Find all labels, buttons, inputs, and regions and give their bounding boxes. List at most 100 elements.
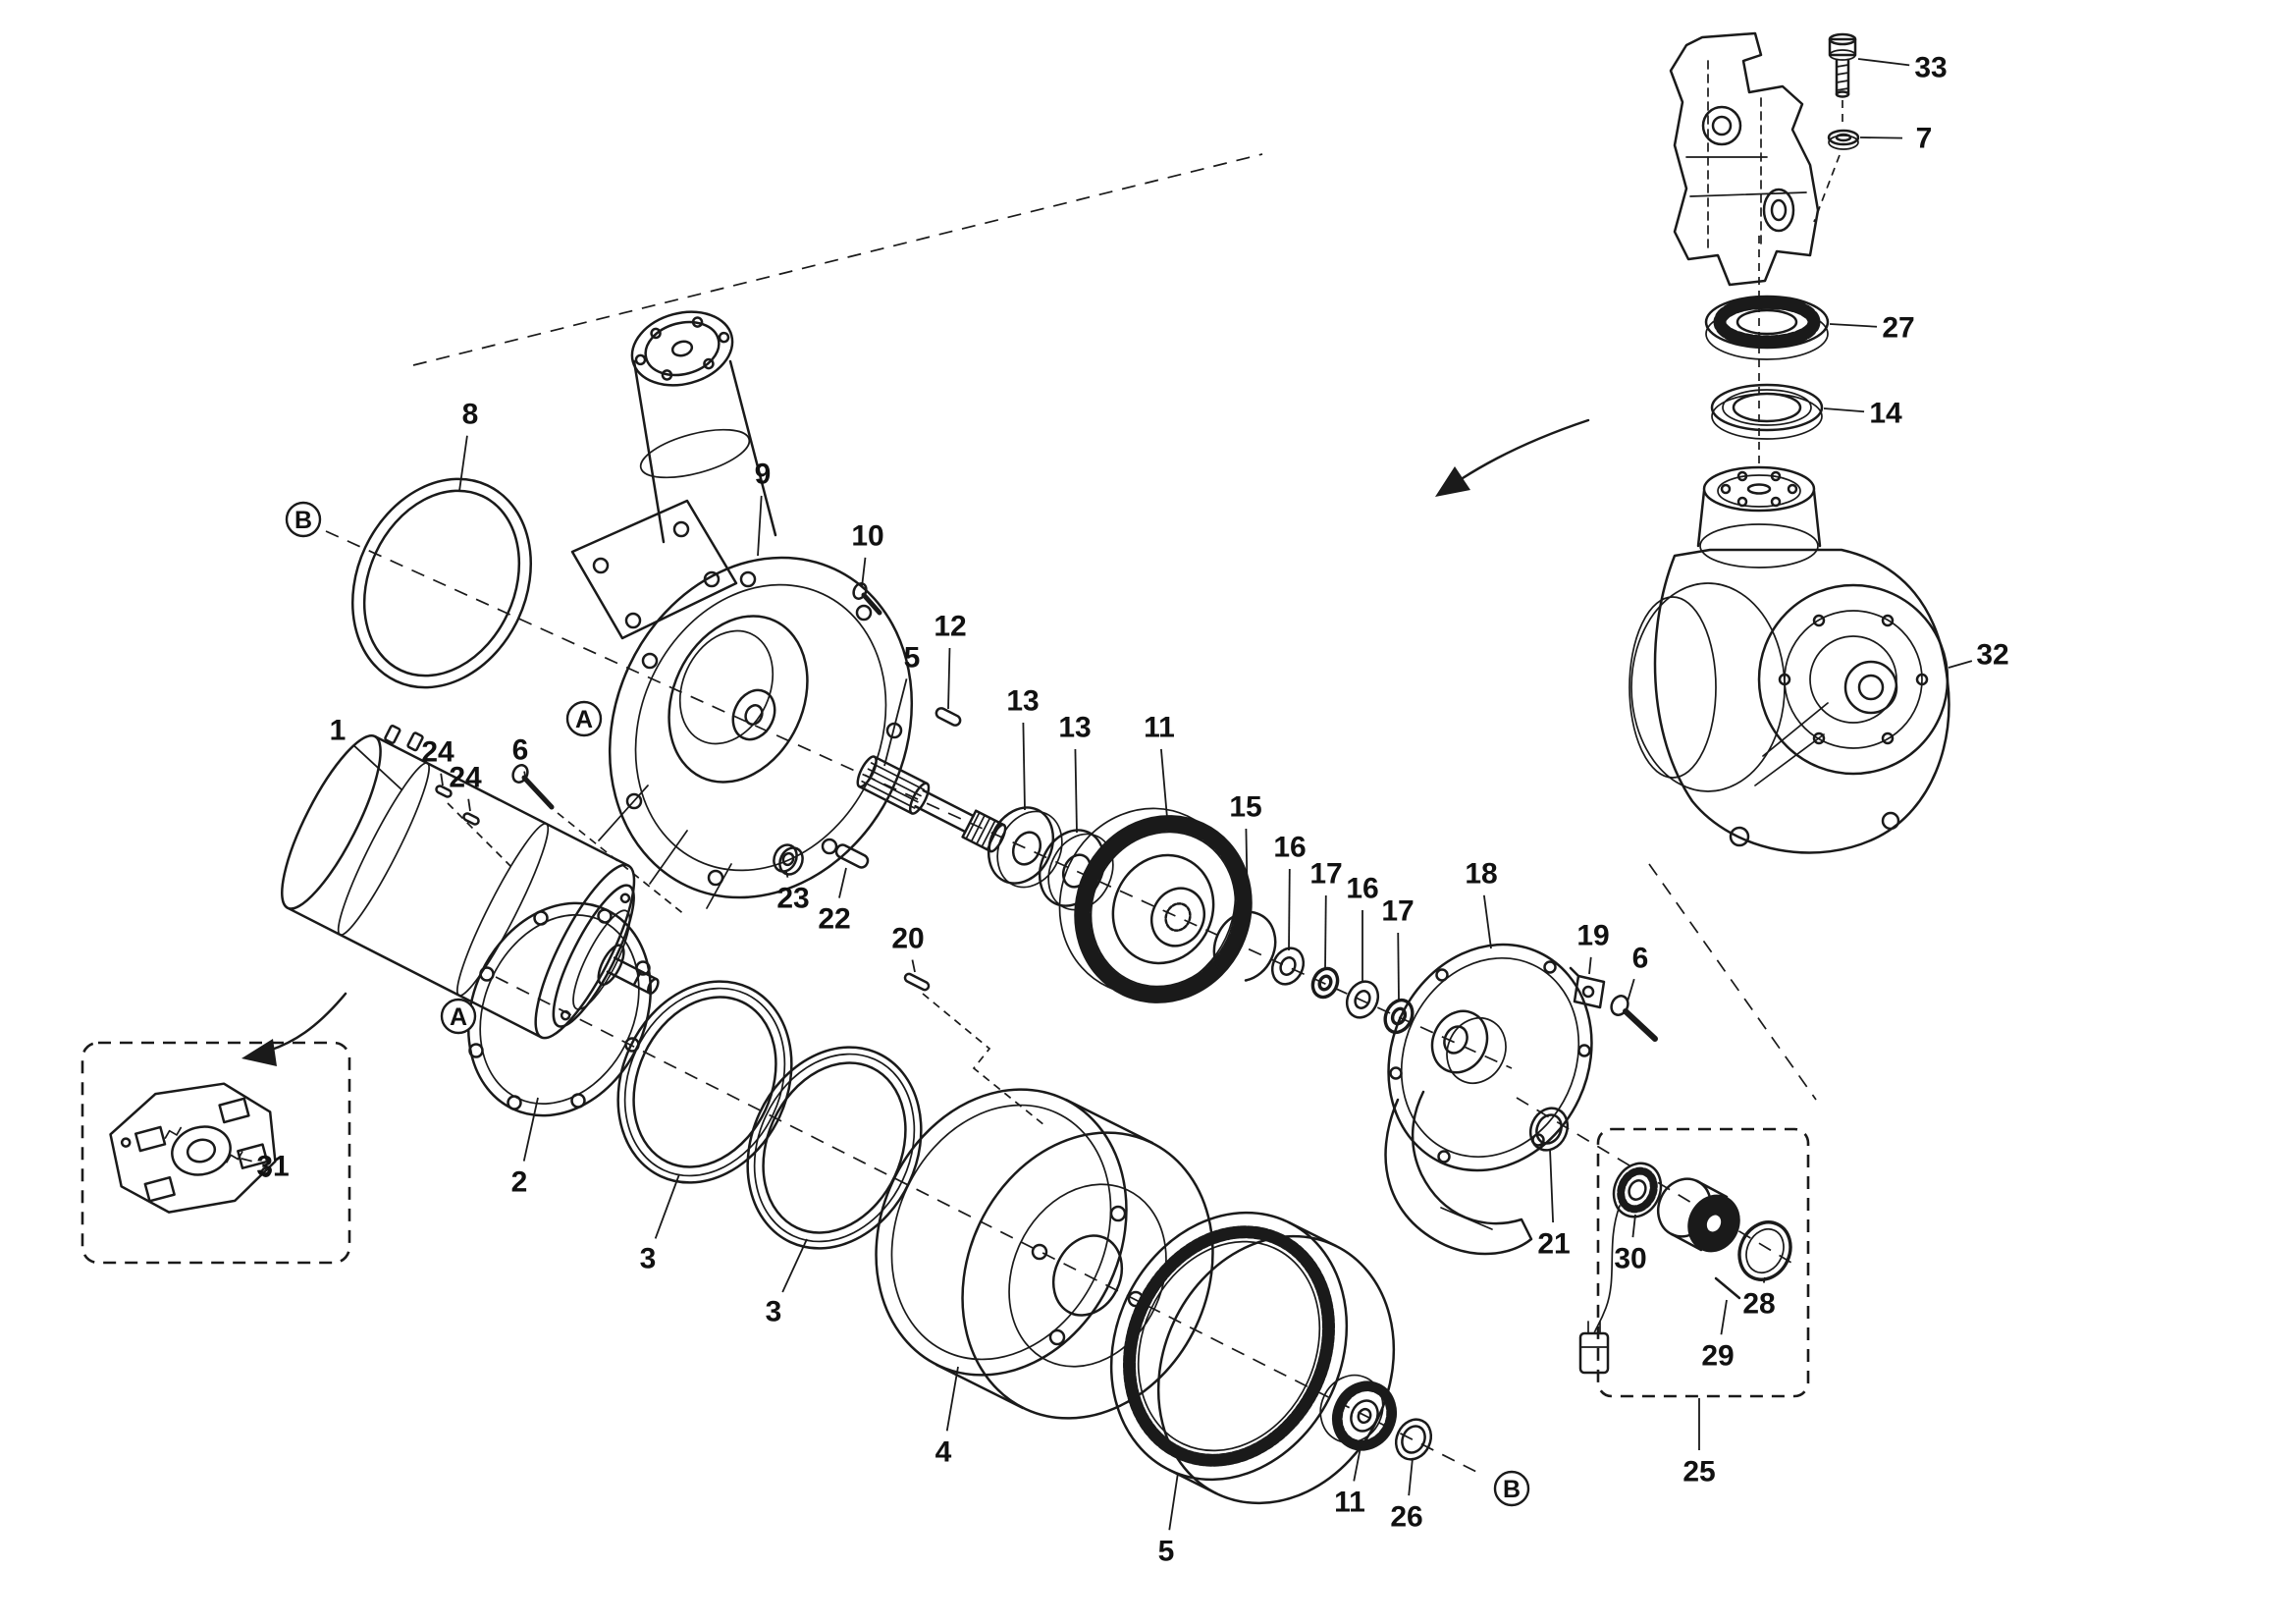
part-callout-14-39: 14 — [1869, 398, 1902, 430]
part-callout-24-1: 24 — [421, 736, 454, 769]
callout-leader-28-32 — [1762, 1276, 1766, 1283]
part-callout-11-28: 11 — [1334, 1487, 1365, 1519]
assembly-arrow — [1435, 418, 1590, 497]
callout-leader-3-25 — [781, 1238, 808, 1293]
callout-leader-11-28 — [1353, 1446, 1362, 1482]
callout-leader-20-22 — [911, 959, 916, 973]
callout-leader-31-35 — [240, 1158, 252, 1163]
reference-marker-B-0: B — [285, 501, 322, 538]
callout-leader-1-0 — [352, 744, 403, 791]
part-10-screw — [852, 582, 882, 616]
part-callout-5-7: 5 — [904, 642, 921, 675]
callout-leader-13-10 — [1074, 748, 1078, 834]
part-20-pin — [903, 972, 931, 992]
part-callout-6-19: 6 — [1632, 943, 1649, 975]
part-17-nut-a — [1310, 966, 1340, 1000]
callout-leader-5-7 — [883, 678, 908, 767]
part-callout-17-16: 17 — [1381, 895, 1414, 928]
part-callout-1-0: 1 — [330, 715, 347, 747]
callout-leader-16-13 — [1288, 868, 1291, 951]
reference-marker-circle — [285, 501, 322, 538]
part-9-housing — [570, 310, 914, 909]
part-23-nut — [773, 843, 804, 876]
part-callout-32-40: 32 — [1976, 639, 2008, 672]
part-callout-18-17: 18 — [1465, 858, 1497, 891]
part-24-pins — [435, 785, 480, 826]
callout-leader-13-9 — [1022, 722, 1026, 811]
reference-marker-circle — [565, 700, 603, 737]
callout-leader-30-31 — [1631, 1214, 1636, 1238]
part-11-pinion — [1319, 1374, 1398, 1451]
part-callout-7-37: 7 — [1916, 123, 1933, 155]
callout-leader-12-8 — [947, 647, 951, 710]
callout-leader-11-11 — [1160, 748, 1168, 819]
part-callout-31-35: 31 — [256, 1151, 289, 1183]
part-7-washer — [1827, 129, 1860, 150]
callout-leader-6-3 — [523, 771, 526, 777]
callout-leader-23-20 — [785, 871, 789, 878]
part-bracket — [1669, 31, 1820, 287]
pin20-assembly-line — [922, 993, 1045, 1126]
callout-leader-9-5 — [757, 495, 763, 557]
pin-assembly-line — [447, 802, 511, 867]
reference-marker-A-2: A — [440, 998, 477, 1035]
part-callout-30-31: 30 — [1614, 1243, 1646, 1275]
reference-marker-letter: B — [294, 507, 312, 534]
callout-leader-17-14 — [1324, 894, 1327, 970]
callout-leader-10-6 — [861, 557, 867, 588]
part-callout-6-3: 6 — [512, 734, 529, 767]
reference-marker-letter: A — [450, 1003, 467, 1031]
callout-leader-27-38 — [1829, 323, 1878, 328]
callout-leader-2-23 — [522, 1097, 539, 1162]
reference-marker-letter: A — [575, 706, 593, 733]
callout-leader-15-12 — [1245, 828, 1249, 914]
part-callout-28-32: 28 — [1742, 1288, 1775, 1321]
callout-leader-8-4 — [458, 435, 468, 492]
part-callout-24-2: 24 — [449, 762, 482, 794]
part-5-ring-gear — [1109, 1211, 1396, 1505]
part-16-washer-a — [1270, 947, 1306, 986]
part-callout-13-10: 13 — [1058, 712, 1091, 744]
part-callout-10-6: 10 — [851, 520, 883, 553]
part-callout-25-34: 25 — [1682, 1456, 1715, 1489]
part-6-screw-left — [511, 764, 555, 810]
callout-leader-6-19 — [1627, 978, 1635, 1002]
cover-guard-skirt — [1384, 1090, 1533, 1256]
part-30-sensor — [1612, 1162, 1663, 1218]
part-16-washer-b — [1345, 980, 1380, 1019]
part-callout-3-25: 3 — [766, 1296, 782, 1328]
part-callout-2-23: 2 — [511, 1166, 528, 1199]
part-15-retaining-ring — [1212, 910, 1277, 983]
boundary-line-top — [412, 153, 1263, 366]
part-callout-8-4: 8 — [462, 399, 479, 431]
detail-box-25 — [1578, 1127, 1810, 1398]
reference-marker-circle — [440, 998, 477, 1035]
boundary-line-right — [1648, 863, 1817, 1101]
callout-leader-21-30 — [1549, 1148, 1554, 1223]
part-32-assembled-unit — [1629, 465, 1950, 854]
callout-leader-7-37 — [1859, 136, 1903, 139]
housing-top-boss-face — [630, 310, 734, 387]
part-33-bolt — [1828, 32, 1857, 98]
part-callout-33-36: 33 — [1914, 52, 1947, 84]
callout-leader-33-36 — [1857, 58, 1910, 67]
callout-leader-5-27 — [1168, 1472, 1179, 1531]
part-6-screw-right — [1610, 995, 1658, 1042]
part-17-nut-b — [1383, 998, 1415, 1035]
part-magnet-coil — [1656, 1177, 1740, 1253]
part-callout-21-30: 21 — [1537, 1228, 1570, 1261]
detail-box-31-border — [80, 1041, 351, 1265]
part-27-bearing — [1704, 295, 1830, 360]
callout-leader-32-40 — [1948, 660, 1973, 669]
detail-box-31 — [80, 1041, 351, 1265]
part-callout-17-14: 17 — [1309, 858, 1342, 891]
callout-leader-17-16 — [1397, 932, 1400, 1001]
part-11-gear — [1058, 807, 1253, 1003]
part-4-drum — [875, 1088, 1214, 1420]
leader-layer — [240, 58, 1973, 1531]
part-8-oring — [350, 477, 533, 689]
callout-leader-14-39 — [1823, 407, 1865, 413]
